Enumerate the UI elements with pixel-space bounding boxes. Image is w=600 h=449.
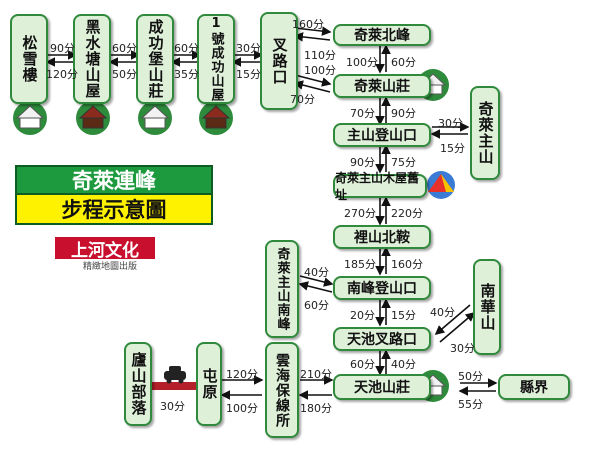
arrow — [298, 281, 333, 293]
arrow — [293, 80, 331, 93]
cabin-icon — [199, 101, 233, 135]
node-tianchi-lodge[interactable]: 天池山莊 — [333, 374, 431, 400]
node-tunyuan[interactable]: 屯原 — [196, 342, 222, 426]
node-south-peak[interactable]: 奇萊主山南峰 — [265, 240, 299, 338]
arrow — [294, 26, 332, 36]
time-label: 160分 — [292, 18, 324, 31]
house-icon — [138, 101, 172, 135]
time-label: 60分 — [350, 358, 375, 371]
arrow — [293, 32, 331, 42]
car-icon — [164, 366, 186, 384]
time-label: 60分 — [174, 42, 199, 55]
time-label: 120分 — [46, 68, 78, 81]
time-label: 30分 — [450, 342, 475, 355]
node-lushan-village[interactable]: 廬山部落 — [124, 342, 152, 426]
time-label: 100分 — [346, 56, 378, 69]
time-label: 180分 — [300, 402, 332, 415]
node-chenggong-lodge[interactable]: 成功堡山莊 — [136, 14, 174, 104]
time-label: 100分 — [226, 402, 258, 415]
time-label: 70分 — [350, 107, 375, 120]
house-icon — [13, 101, 47, 135]
node-qilai-lodge[interactable]: 奇萊山莊 — [333, 74, 431, 98]
time-label: 60分 — [391, 56, 416, 69]
time-label: 90分 — [350, 156, 375, 169]
node-chalu-junction[interactable]: 叉路口 — [260, 12, 298, 110]
time-label: 220分 — [391, 207, 423, 220]
time-label: 60分 — [112, 42, 137, 55]
node-tianchi-junction[interactable]: 天池叉路口 — [333, 327, 431, 351]
time-label: 40分 — [430, 306, 455, 319]
time-label: 70分 — [290, 93, 315, 106]
time-label: 60分 — [304, 299, 329, 312]
node-old-cabin-site[interactable]: 奇萊主山木屋舊址 — [333, 171, 427, 202]
arrow — [299, 275, 334, 287]
tent-icon — [427, 171, 455, 199]
time-label: 90分 — [391, 107, 416, 120]
node-zhushan-trailhead[interactable]: 主山登山口 — [333, 123, 431, 147]
time-label: 15分 — [440, 142, 465, 155]
node-heishui-hut[interactable]: 黑水塘山屋 — [73, 14, 111, 104]
node-lishan-saddle[interactable]: 裡山北鞍 — [333, 225, 431, 249]
time-label: 270分 — [344, 207, 376, 220]
time-label: 50分 — [458, 370, 483, 383]
time-label: 35分 — [174, 68, 199, 81]
time-label: 15分 — [391, 309, 416, 322]
time-label: 30分 — [160, 400, 185, 413]
node-nanfeng-trailhead[interactable]: 南峰登山口 — [333, 276, 431, 300]
time-label: 75分 — [391, 156, 416, 169]
publisher-logo: 上河文化 精緻地圖出版 — [55, 237, 165, 274]
time-label: 40分 — [304, 266, 329, 279]
title-line2: 步程示意圖 — [15, 195, 213, 225]
title-line1: 奇萊連峰 — [15, 165, 213, 195]
node-north-peak[interactable]: 奇萊北峰 — [333, 24, 431, 46]
time-label: 185分 — [344, 258, 376, 271]
time-label: 110分 — [304, 49, 336, 62]
arrow — [439, 311, 476, 343]
time-label: 30分 — [438, 117, 463, 130]
time-label: 15分 — [236, 68, 261, 81]
time-label: 210分 — [300, 368, 332, 381]
time-label: 120分 — [226, 368, 258, 381]
publisher-name: 上河文化 — [55, 237, 155, 261]
time-label: 20分 — [350, 309, 375, 322]
node-main-peak[interactable]: 奇萊主山 — [470, 86, 500, 180]
node-hut-no1[interactable]: 1號成功山屋 — [197, 14, 235, 104]
arrow — [294, 74, 332, 87]
cabin-icon — [76, 101, 110, 135]
time-label: 50分 — [112, 68, 137, 81]
arrow — [434, 304, 471, 336]
node-county-line[interactable]: 縣界 — [498, 374, 570, 400]
time-label: 100分 — [304, 64, 336, 77]
time-label: 90分 — [50, 42, 75, 55]
time-label: 55分 — [458, 398, 483, 411]
node-songxue-lodge[interactable]: 松雪樓 — [10, 14, 48, 104]
publisher-tagline: 精緻地圖出版 — [82, 262, 137, 272]
time-label: 160分 — [391, 258, 423, 271]
time-label: 30分 — [236, 42, 261, 55]
node-nanhua-mountain[interactable]: 南華山 — [473, 259, 501, 355]
road-bar — [152, 382, 196, 390]
time-label: 40分 — [391, 358, 416, 371]
node-yunhai-station[interactable]: 雲海保線所 — [265, 342, 299, 438]
